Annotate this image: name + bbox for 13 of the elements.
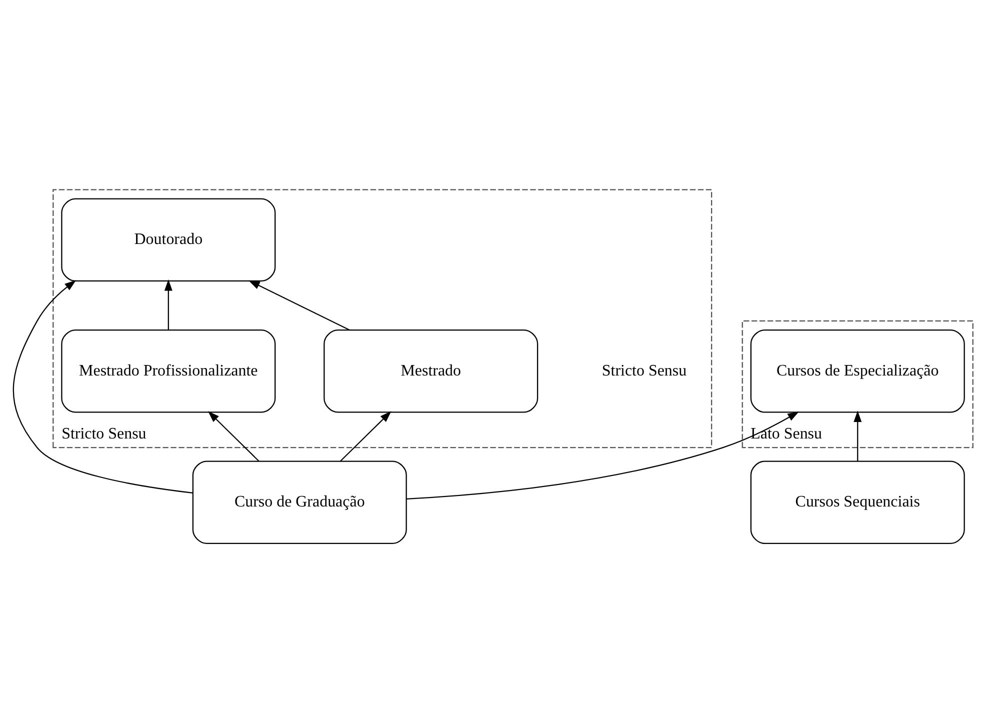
node-box: Curso de Graduação [192,460,407,544]
arrow [340,411,392,462]
arrow [164,279,172,330]
node-box: Mestrado [324,329,538,413]
node-box: Cursos de Especialização [750,329,965,413]
arrow [12,280,193,494]
arrow [248,280,350,330]
node-box: Doutorado [61,198,276,282]
arrow [854,410,862,462]
node-box: Mestrado Profissionalizante [61,329,276,413]
arrow [406,412,800,500]
label: Stricto Sensu [602,362,687,380]
node-box: Cursos Sequenciais [750,460,965,544]
